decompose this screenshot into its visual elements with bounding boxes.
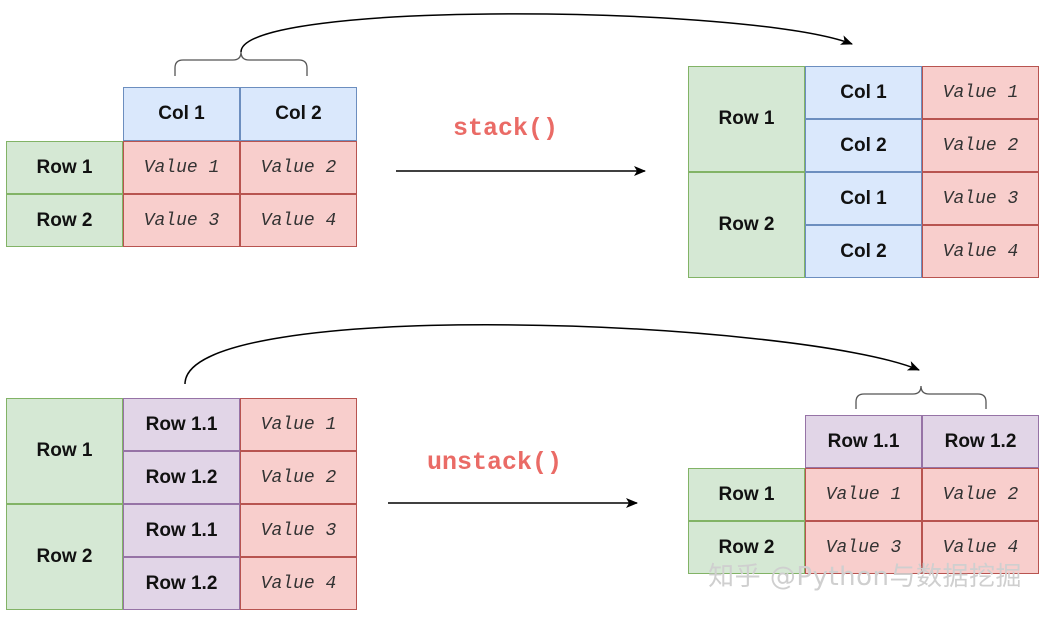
column-header: Col 2 [240, 87, 357, 141]
stack-operation-label: stack() [453, 114, 559, 143]
inner-row-header: Row 1.1 [123, 398, 240, 451]
column-brace [855, 385, 987, 409]
inner-row-header: Row 1.1 [123, 504, 240, 557]
value-cell: Value 4 [922, 225, 1039, 278]
value-cell: Value 2 [240, 141, 357, 194]
value-cell: Value 3 [805, 521, 922, 574]
value-cell: Value 2 [922, 468, 1039, 521]
value-cell: Value 3 [123, 194, 240, 247]
outer-row-header: Row 2 [6, 504, 123, 610]
inner-row-header: Col 1 [805, 172, 922, 225]
inner-row-header: Col 2 [805, 225, 922, 278]
value-cell: Value 3 [922, 172, 1039, 225]
inner-row-header: Col 1 [805, 66, 922, 119]
row-header: Row 1 [6, 141, 123, 194]
value-cell: Value 1 [240, 398, 357, 451]
outer-row-header: Row 2 [688, 172, 805, 278]
value-cell: Value 1 [805, 468, 922, 521]
value-cell: Value 3 [240, 504, 357, 557]
outer-row-header: Row 1 [6, 398, 123, 504]
column-header: Row 1.1 [805, 415, 922, 468]
outer-row-header: Row 1 [688, 66, 805, 172]
unstack-curve-arrow [184, 324, 920, 385]
value-cell: Value 2 [922, 119, 1039, 172]
column-brace [174, 51, 308, 76]
value-cell: Value 4 [240, 194, 357, 247]
inner-row-header: Col 2 [805, 119, 922, 172]
unstack-operation-label: unstack() [427, 448, 563, 477]
inner-row-header: Row 1.2 [123, 451, 240, 504]
column-header: Row 1.2 [922, 415, 1039, 468]
inner-row-header: Row 1.2 [123, 557, 240, 610]
row-header: Row 2 [688, 521, 805, 574]
column-header: Col 1 [123, 87, 240, 141]
value-cell: Value 4 [922, 521, 1039, 574]
row-header: Row 1 [688, 468, 805, 521]
watermark: 知乎 @Python与数据挖掘 [708, 562, 1022, 592]
value-cell: Value 2 [240, 451, 357, 504]
value-cell: Value 1 [123, 141, 240, 194]
value-cell: Value 4 [240, 557, 357, 610]
stack-curve-arrow [240, 13, 853, 53]
row-header: Row 2 [6, 194, 123, 247]
value-cell: Value 1 [922, 66, 1039, 119]
